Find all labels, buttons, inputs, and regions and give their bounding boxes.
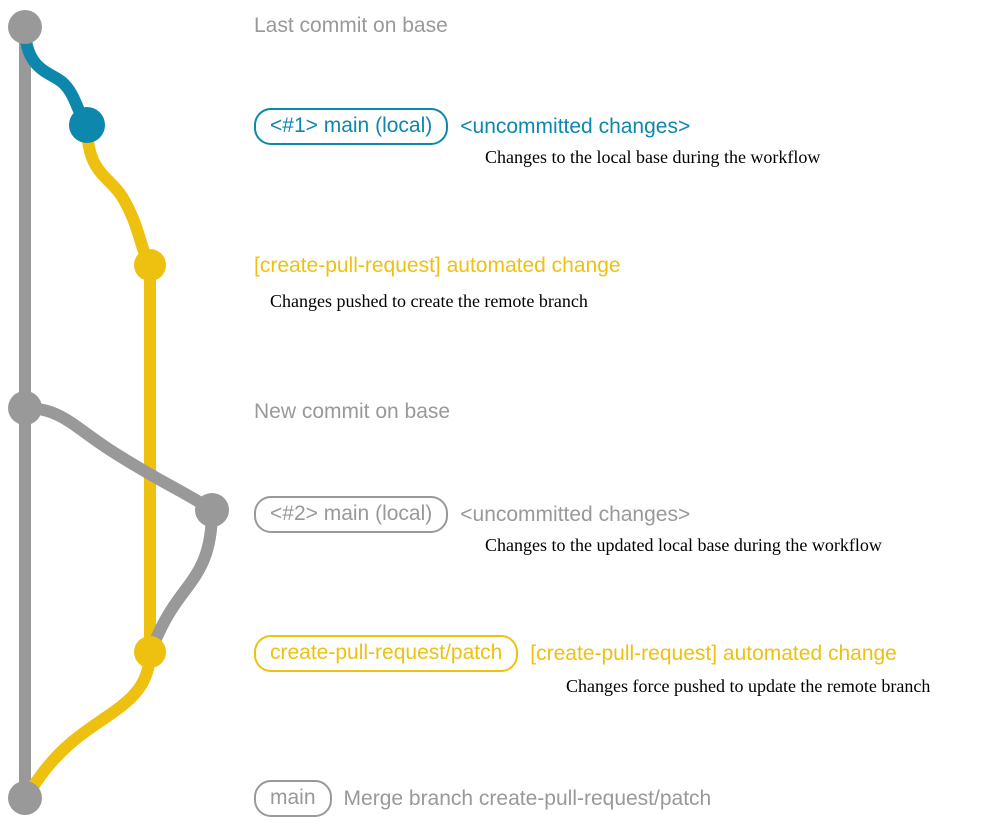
node-remote-commit-2 xyxy=(134,636,166,668)
headline-local-2: <uncommitted changes> xyxy=(460,503,691,526)
annotation-merge: main Merge branch create-pull-request/pa… xyxy=(254,780,711,817)
node-local-commit-1 xyxy=(69,107,105,143)
annotation-automated-1: [create-pull-request] automated change xyxy=(254,253,621,278)
edge-local-2-to-remote-2 xyxy=(144,504,218,658)
description-local-2: Changes to the updated local base during… xyxy=(485,535,882,555)
description-automated-2: Changes force pushed to update the remot… xyxy=(566,676,931,696)
description-automated-1: Changes pushed to create the remote bran… xyxy=(270,291,588,311)
headline-automated-2: [create-pull-request] automated change xyxy=(530,642,897,665)
headline-local-1: <uncommitted changes> xyxy=(460,115,691,138)
node-base-commit-last xyxy=(8,10,42,44)
node-base-commit-new xyxy=(8,391,42,425)
edge-base-new-to-local-2 xyxy=(19,402,218,516)
annotation-local-2: <#2> main (local) <uncommitted changes> xyxy=(254,496,690,533)
headline-merge: Merge branch create-pull-request/patch xyxy=(343,787,712,810)
headline-new-commit: New commit on base xyxy=(254,400,451,423)
branch-pill-local-2[interactable]: <#2> main (local) xyxy=(254,496,449,533)
annotation-local-1: <#1> main (local) <uncommitted changes> xyxy=(254,108,690,145)
annotation-new-commit: New commit on base xyxy=(254,399,450,424)
edge-local-1-to-remote-1 xyxy=(81,119,156,271)
annotation-last-commit: Last commit on base xyxy=(254,13,448,38)
headline-automated-1: [create-pull-request] automated change xyxy=(254,254,621,277)
node-base-commit-merge xyxy=(8,781,42,815)
branch-pill-create-pull-request-patch[interactable]: create-pull-request/patch xyxy=(254,635,519,672)
node-remote-commit-1 xyxy=(134,249,166,281)
annotation-automated-2: create-pull-request/patch [create-pull-r… xyxy=(254,635,897,672)
edge-remote-2-to-merge xyxy=(19,646,156,804)
git-graph xyxy=(8,10,229,815)
description-local-1: Changes to the local base during the wor… xyxy=(485,147,821,167)
headline-last-commit: Last commit on base xyxy=(254,14,448,37)
branch-pill-local-1[interactable]: <#1> main (local) xyxy=(254,108,449,145)
node-local-commit-2 xyxy=(195,493,229,527)
branch-pill-main[interactable]: main xyxy=(254,780,332,817)
